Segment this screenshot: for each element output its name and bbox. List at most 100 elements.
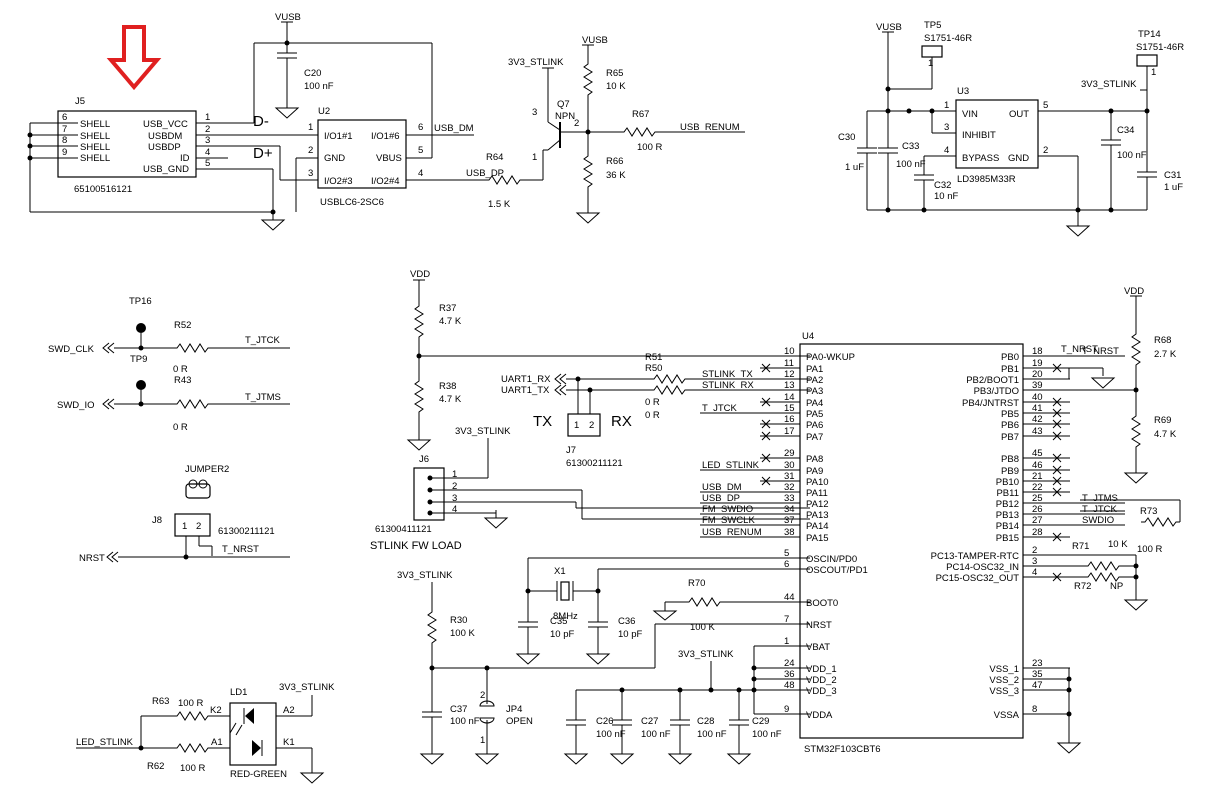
u2-part: USBLC6-2SC6 xyxy=(320,197,384,208)
u4-net-label: USB_DP xyxy=(702,493,740,504)
u4-net-label: LED_STLINK xyxy=(702,460,760,471)
ld1-pin: K1 xyxy=(283,737,295,748)
r30-ref: R30 xyxy=(450,615,467,626)
u4-pin-num: 43 xyxy=(1032,426,1043,437)
u4-pin-name: VSS_1 xyxy=(989,664,1019,675)
j5-pin-name: SHELL xyxy=(80,119,110,130)
u4-pin-num: 36 xyxy=(784,669,795,680)
u2-pin-name: VBUS xyxy=(376,153,402,164)
u4-pin-num: 13 xyxy=(784,380,795,391)
net-t-jtms: T_JTMS xyxy=(245,392,281,403)
ld1-pin: K2 xyxy=(210,705,222,716)
v3v3-label-6: 3V3_STLINK xyxy=(678,649,734,660)
u4-part: STM32F103CBT6 xyxy=(804,744,881,755)
vusb-label-2: VUSB xyxy=(582,35,608,46)
net-usb-renum: USB_RENUM xyxy=(680,122,740,133)
j5-pin-num: 4 xyxy=(205,147,210,158)
v3v3-label-5: 3V3_STLINK xyxy=(397,570,453,581)
u4-pin-num: 2 xyxy=(1032,545,1037,556)
jumper2-ref: JUMPER2 xyxy=(185,464,229,475)
u4-pin-num: 28 xyxy=(1032,527,1043,538)
vusb-label: VUSB xyxy=(275,12,301,23)
u4-pin-num: 31 xyxy=(784,471,795,482)
tp14-part: S1751-46R xyxy=(1136,42,1184,53)
u4-pin-name: VDDA xyxy=(806,710,833,721)
vdd-label-2: VDD xyxy=(1124,286,1144,297)
r68-value: 2.7 K xyxy=(1154,349,1177,360)
u4-pin-num: 8 xyxy=(1032,704,1037,715)
u2-pin-name: I/O2#4 xyxy=(371,176,400,187)
u4-pin-num: 14 xyxy=(784,392,795,403)
u4-net-label: USB_RENUM xyxy=(702,527,762,538)
j5-pin-num: 5 xyxy=(205,158,210,169)
u4-pin-num: 47 xyxy=(1032,680,1043,691)
u4-pin-num: 46 xyxy=(1032,460,1043,471)
j7-pin: 1 xyxy=(574,420,579,431)
u2-pin-num: 3 xyxy=(308,168,313,179)
v3v3-label-3: 3V3_STLINK xyxy=(279,682,335,693)
r70-value: 100 K xyxy=(690,622,715,633)
u4-pin-num: 6 xyxy=(784,559,789,570)
q7-type: NPN xyxy=(555,111,575,122)
c37-value: 100 nF xyxy=(450,716,480,727)
net-usb-dp: USB_DP xyxy=(466,168,504,179)
u4-pin-name: PA5 xyxy=(806,409,823,420)
r65-ref: R65 xyxy=(606,68,623,79)
net-t-nrst: T_NRST xyxy=(222,544,259,555)
uart-tx-label: UART1_TX xyxy=(501,385,550,396)
r51-ref: R51 xyxy=(645,352,662,363)
j5-pin-name: SHELL xyxy=(80,131,110,142)
jp4-pin: 2 xyxy=(480,690,485,701)
u4-pin-name: OSCIN/PD0 xyxy=(806,554,857,565)
j7-part: 61300211121 xyxy=(566,458,623,469)
uart-rx-label: UART1_RX xyxy=(501,374,551,385)
r71-value: 10 K xyxy=(1108,539,1128,550)
jumper-icon xyxy=(185,483,211,499)
c31-value: 1 uF xyxy=(1164,182,1183,193)
u3-pin-name: OUT xyxy=(1009,109,1029,120)
u4-pin-num: 12 xyxy=(784,369,795,380)
v3v3-label-2: 3V3_STLINK xyxy=(1081,79,1137,90)
u4-pin-name: PB11 xyxy=(996,488,1019,499)
x1-ref: X1 xyxy=(554,566,566,577)
r38-value: 4.7 K xyxy=(439,394,462,405)
j5-part: 65100516121 xyxy=(74,184,132,195)
r68-ref: R68 xyxy=(1154,335,1171,346)
c26-value: 100 nF xyxy=(596,729,626,740)
j8-pin: 1 xyxy=(182,521,187,532)
r69-ref: R69 xyxy=(1154,415,1171,426)
u4-ref: U4 xyxy=(802,331,814,342)
u4-pin-num: 23 xyxy=(1032,658,1043,669)
u4-pin-num: 34 xyxy=(784,504,795,515)
u4-net-label: STLINK_RX xyxy=(702,380,754,391)
u4-pin-name: VBAT xyxy=(806,642,830,653)
j6-ref: J6 xyxy=(419,454,429,465)
u4-mcu: U4 STM32F103CBT6 10PA0-WKUP11PA112PA2STL… xyxy=(700,331,1136,755)
r37-ref: R37 xyxy=(439,303,456,314)
tx-label: TX xyxy=(533,413,552,430)
u4-net-label: STLINK_TX xyxy=(702,369,753,380)
u3-pin-num: 2 xyxy=(1043,145,1048,156)
u4-net-label: T_JTCK xyxy=(702,403,738,414)
u4-pin-num: 27 xyxy=(1032,515,1043,526)
u4-pin-name: VSS_2 xyxy=(989,675,1019,686)
u3-part: LD3985M33R xyxy=(957,174,1016,185)
r72-value2: 100 R xyxy=(1137,544,1162,555)
u4-pin-name: PB8 xyxy=(1001,454,1019,465)
u4-pin-name: PA7 xyxy=(806,432,823,443)
swd-io-label: SWD_IO xyxy=(57,400,94,411)
c30-value: 1 uF xyxy=(845,162,864,173)
u2-pin-name: I/O1#1 xyxy=(324,131,353,142)
j5-pin-name: USB_VCC xyxy=(143,119,188,130)
u4-pin-name: PA11 xyxy=(806,488,828,499)
u4-pin-num: 45 xyxy=(1032,448,1043,459)
u4-pin-num: 20 xyxy=(1032,369,1043,380)
r37-value: 4.7 K xyxy=(439,316,462,327)
u4-pin-name: PB4/JNTRST xyxy=(962,398,1019,409)
r30-value: 100 K xyxy=(450,628,475,639)
u4-pin-name: PA2 xyxy=(806,375,823,386)
u4-pin-name: PA1 xyxy=(806,364,823,375)
r51-value: 0 R xyxy=(645,397,660,408)
j5-pin-name: SHELL xyxy=(80,142,110,153)
u4-pin-name: PA14 xyxy=(806,521,829,532)
